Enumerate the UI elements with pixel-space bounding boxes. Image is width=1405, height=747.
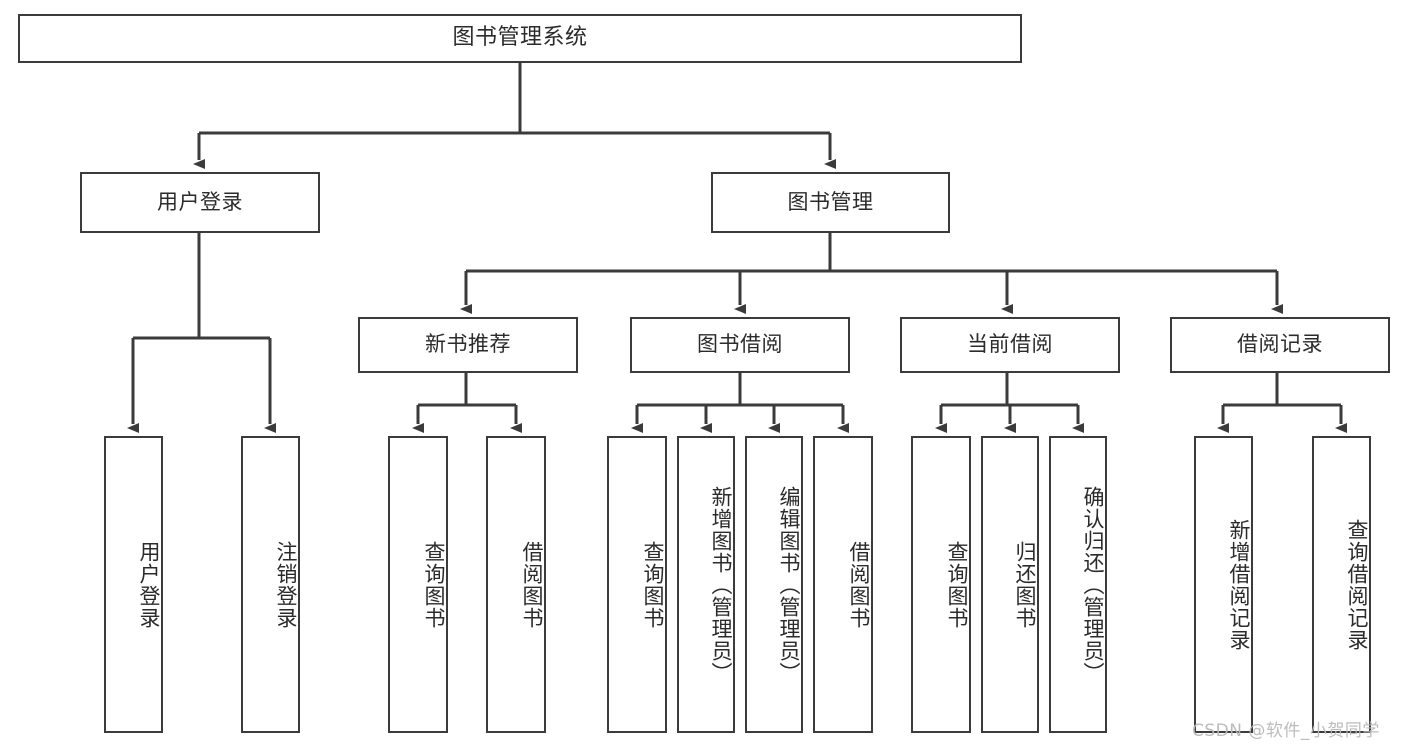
leaf-borrow-add-book-admin[interactable]: 新增图书（管理员） bbox=[677, 436, 735, 733]
leaf-recommend-query-book[interactable]: 查询图书 bbox=[388, 436, 448, 733]
leaf-borrow-query-book[interactable]: 查询图书 bbox=[607, 436, 667, 733]
leaf-current-return-book[interactable]: 归还图书 bbox=[981, 436, 1039, 733]
leaf-label: 归还图书 bbox=[1013, 540, 1037, 629]
leaf-label: 新增图书（管理员） bbox=[709, 485, 733, 684]
leaf-label: 新增借阅记录 bbox=[1227, 518, 1251, 651]
leaf-borrow-edit-book-admin[interactable]: 编辑图书（管理员） bbox=[745, 436, 803, 733]
leaf-label: 用户登录 bbox=[137, 540, 161, 629]
leaf-label: 确认归还（管理员） bbox=[1081, 485, 1105, 684]
leaf-label: 查询借阅记录 bbox=[1345, 518, 1369, 651]
leaf-user-login[interactable]: 用户登录 bbox=[104, 436, 163, 733]
leaf-user-logout[interactable]: 注销登录 bbox=[241, 436, 300, 733]
leaf-current-query-book[interactable]: 查询图书 bbox=[911, 436, 971, 733]
leaf-current-confirm-return-admin[interactable]: 确认归还（管理员） bbox=[1049, 436, 1107, 733]
leaf-label: 查询图书 bbox=[422, 540, 446, 629]
node-book-borrow[interactable]: 图书借阅 bbox=[630, 317, 850, 373]
leaf-recommend-borrow-book[interactable]: 借阅图书 bbox=[486, 436, 546, 733]
node-user-login[interactable]: 用户登录 bbox=[80, 172, 320, 233]
leaf-label: 借阅图书 bbox=[847, 540, 871, 629]
leaf-label: 查询图书 bbox=[641, 540, 665, 629]
node-borrow-record[interactable]: 借阅记录 bbox=[1170, 317, 1390, 373]
leaf-borrow-borrow-book[interactable]: 借阅图书 bbox=[813, 436, 873, 733]
node-new-book-recommend[interactable]: 新书推荐 bbox=[358, 317, 578, 373]
node-current-borrow[interactable]: 当前借阅 bbox=[900, 317, 1120, 373]
leaf-label: 借阅图书 bbox=[520, 540, 544, 629]
node-book-management[interactable]: 图书管理 bbox=[711, 172, 950, 233]
leaf-label: 注销登录 bbox=[274, 540, 298, 629]
leaf-label: 查询图书 bbox=[945, 540, 969, 629]
leaf-record-query-borrow-record[interactable]: 查询借阅记录 bbox=[1312, 436, 1371, 733]
csdn-watermark: CSDN @软件_小贺同学 bbox=[1192, 721, 1380, 741]
node-root-book-management-system[interactable]: 图书管理系统 bbox=[18, 14, 1022, 63]
leaf-label: 编辑图书（管理员） bbox=[777, 485, 801, 684]
leaf-record-add-borrow-record[interactable]: 新增借阅记录 bbox=[1194, 436, 1253, 733]
